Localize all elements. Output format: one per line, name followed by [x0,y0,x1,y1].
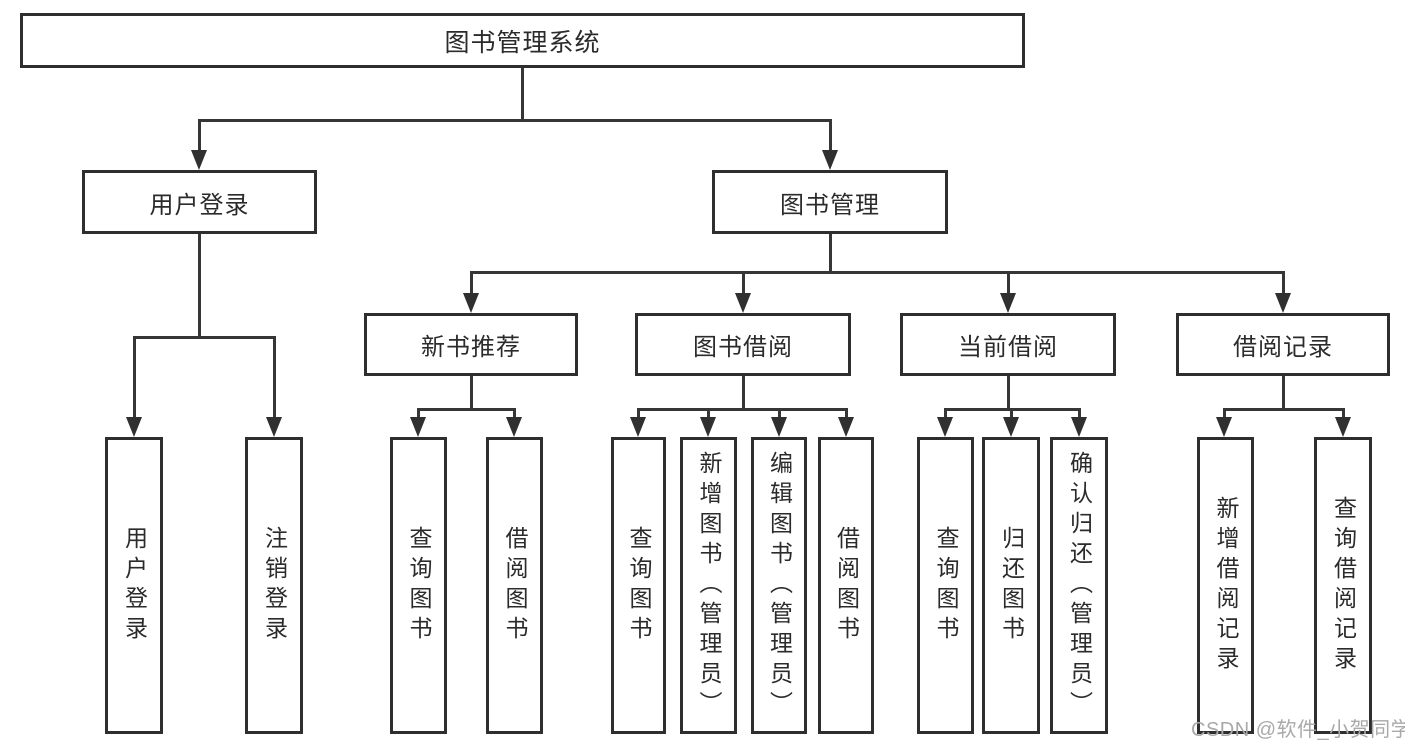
node-user-login: 用户登录 [82,170,317,234]
arrowhead-book-mgmt [822,150,838,170]
leaf-record-query: 查询借阅记录 [1314,437,1372,734]
watermark-text: CSDN @软件_小贺同学 [1191,719,1405,741]
leaf-recommend-query-book: 查询图书 [390,437,447,734]
node-new-book-recommend: 新书推荐 [364,313,578,376]
arrowhead-cb-confirm [1071,417,1087,437]
connector-stem-rec-query [417,408,420,418]
connector-borrow-record-branch [1223,408,1345,411]
leaf-borrow-add-book-admin: 新增图书（管理员） [680,437,737,734]
connector-book-borrow-stem [742,376,745,411]
node-book-borrow: 图书借阅 [635,313,851,376]
connector-stem-br-query [1342,408,1345,418]
connector-book-borrow-branch [637,408,848,411]
node-current-borrow: 当前借阅 [900,313,1116,376]
arrowhead-bb-query [630,417,646,437]
arrowhead-cb-return [1003,417,1019,437]
leaf-current-confirm-return-admin: 确认归还（管理员） [1050,437,1108,734]
connector-current-borrow-stem [1007,376,1010,411]
arrowhead-br-query [1335,417,1351,437]
connector-stem-bb-edit [778,408,781,418]
connector-user-login-stem [198,234,201,336]
connector-stem-br-add [1223,408,1226,418]
arrowhead-bb-borrow [838,417,854,437]
connector-root-stem [521,68,524,120]
arrowhead-rec-borrow [506,417,522,437]
arrowhead-br-add [1216,417,1232,437]
connector-stem-current-borrow [1007,271,1010,294]
connector-user-login-branch [133,336,276,339]
connector-stem-bb-query [637,408,640,418]
arrowhead-rec-query [410,417,426,437]
leaf-borrow-borrow-book: 借阅图书 [818,437,874,734]
connector-level2-branch [198,119,832,122]
connector-stem-cb-query [944,408,947,418]
connector-new-book-rec-stem [470,376,473,411]
arrowhead-new-book-rec [463,293,479,313]
connector-stem-cb-return [1010,408,1013,418]
connector-book-mgmt-stem [829,234,832,271]
arrowhead-current-borrow [1000,293,1016,313]
node-root: 图书管理系统 [20,13,1025,68]
arrowhead-borrow-record [1275,293,1291,313]
leaf-recommend-borrow-book: 借阅图书 [486,437,543,734]
leaf-current-query-book: 查询图书 [917,437,974,734]
connector-level3-branch [470,271,1285,274]
leaf-current-return-book: 归还图书 [982,437,1040,734]
node-book-management: 图书管理 [712,170,948,234]
connector-stem-leaf-logout [273,336,276,418]
connector-stem-book-borrow [742,271,745,294]
connector-stem-cb-confirm [1078,408,1081,418]
leaf-user-login: 用户登录 [105,437,163,734]
connector-stem-rec-borrow [513,408,516,418]
connector-borrow-record-stem [1282,376,1285,411]
arrowhead-book-borrow [735,293,751,313]
leaf-record-add: 新增借阅记录 [1197,437,1254,734]
arrowhead-user-login [191,150,207,170]
leaf-borrow-query-book: 查询图书 [611,437,666,734]
leaf-logout: 注销登录 [245,437,303,734]
arrowhead-leaf-logout [266,417,282,437]
connector-stem-borrow-record [1282,271,1285,294]
connector-stem-user-login [198,119,201,151]
connector-stem-new-book-rec [470,271,473,294]
connector-stem-bb-add [707,408,710,418]
connector-stem-bb-borrow [845,408,848,418]
arrowhead-bb-add [700,417,716,437]
arrowhead-bb-edit [771,417,787,437]
connector-new-book-rec-branch [417,408,516,411]
node-borrow-record: 借阅记录 [1176,313,1390,376]
arrowhead-leaf-user-login [126,417,142,437]
leaf-borrow-edit-book-admin: 编辑图书（管理员） [751,437,807,734]
arrowhead-cb-query [937,417,953,437]
connector-stem-book-mgmt [829,119,832,151]
connector-stem-leaf-user-login [133,336,136,418]
